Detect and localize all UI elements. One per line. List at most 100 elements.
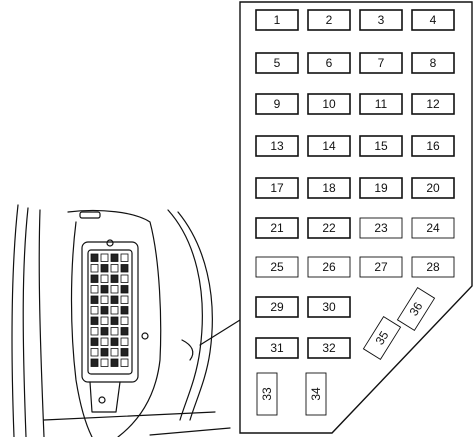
fuse-slot xyxy=(359,177,403,199)
fuse-label: 2 xyxy=(326,13,333,27)
fuse-label: 12 xyxy=(426,97,440,111)
fuse-box-cell xyxy=(100,306,109,315)
fuse-slot xyxy=(305,372,327,416)
floor-line xyxy=(43,411,216,421)
fuse-label: 29 xyxy=(270,300,284,314)
fuse-slot xyxy=(359,93,403,115)
fuse-slot xyxy=(396,286,436,332)
fuse-box-cell xyxy=(120,306,129,315)
fuse-19: 19 xyxy=(359,177,403,199)
fuse-label: 21 xyxy=(270,221,284,235)
fuse-label: 24 xyxy=(426,221,440,235)
fuse-30: 30 xyxy=(307,296,351,318)
fuse-slot xyxy=(307,296,351,318)
fuse-label: 26 xyxy=(322,260,336,274)
fuse-3: 3 xyxy=(359,9,403,31)
fuse-slot xyxy=(255,93,299,115)
fuse-20: 20 xyxy=(411,177,455,199)
fuse-28: 28 xyxy=(411,256,455,278)
fuse-31: 31 xyxy=(255,337,299,359)
panel-tab xyxy=(79,211,101,219)
fuse-10: 10 xyxy=(307,93,351,115)
fuse-box-cell xyxy=(110,306,119,315)
fuse-slot xyxy=(307,337,351,359)
fuse-slot xyxy=(307,9,351,31)
fuse-label: 23 xyxy=(374,221,388,235)
fuse-label: 10 xyxy=(322,97,336,111)
fuse-slot xyxy=(307,52,351,74)
screw-icon xyxy=(98,396,106,404)
fuse-label: 27 xyxy=(374,260,388,274)
fuse-22: 22 xyxy=(307,217,351,239)
fuse-box-cell xyxy=(100,264,109,273)
kick-panel-outline xyxy=(67,209,162,437)
fuse-label: 4 xyxy=(430,13,437,27)
fuse-slot xyxy=(307,93,351,115)
fuse-25: 25 xyxy=(255,256,299,278)
fuse-label: 5 xyxy=(274,56,281,70)
fuse-box-cell xyxy=(90,358,99,367)
fuse-label: 16 xyxy=(426,139,440,153)
fuse-5: 5 xyxy=(255,52,299,74)
fuse-9: 9 xyxy=(255,93,299,115)
fuse-12: 12 xyxy=(411,93,455,115)
screw-icon xyxy=(106,239,114,247)
fuse-slot xyxy=(255,135,299,157)
fuse-slot xyxy=(255,177,299,199)
fuse-box-cell xyxy=(100,337,109,346)
fuse-box-cell xyxy=(100,327,109,336)
fuse-box-cell xyxy=(110,295,119,304)
fuse-2: 2 xyxy=(307,9,351,31)
fuse-label: 32 xyxy=(322,341,336,355)
fuse-box-cell xyxy=(90,253,99,262)
fuse-box-bracket xyxy=(89,381,121,413)
fuse-slot xyxy=(307,217,351,239)
fuse-box-cell xyxy=(110,285,119,294)
fuse-slot xyxy=(359,217,403,239)
fuse-24: 24 xyxy=(411,217,455,239)
fuse-box-cell xyxy=(90,337,99,346)
fuse-35: 35 xyxy=(362,315,402,361)
fuse-slot xyxy=(411,256,455,278)
leader-line xyxy=(199,319,241,346)
fuse-36: 36 xyxy=(396,286,436,332)
fuse-box-cell xyxy=(120,264,129,273)
fuse-6: 6 xyxy=(307,52,351,74)
fuse-box-cell xyxy=(110,264,119,273)
fuse-box-cell xyxy=(120,253,129,262)
fuse-label: 25 xyxy=(270,260,284,274)
fuse-slot xyxy=(255,337,299,359)
fuse-label: 20 xyxy=(426,181,440,195)
fuse-box-cell xyxy=(90,327,99,336)
fuse-slot xyxy=(255,9,299,31)
fuse-box-cell xyxy=(100,358,109,367)
fuse-box-cells xyxy=(90,253,129,367)
fuse-slot xyxy=(411,93,455,115)
fuse-27: 27 xyxy=(359,256,403,278)
fuse-label: 7 xyxy=(378,56,385,70)
fuse-label: 9 xyxy=(274,97,281,111)
fuse-slot xyxy=(359,256,403,278)
fuse-box-cell xyxy=(110,348,119,357)
fuse-box-cell xyxy=(90,306,99,315)
fuse-11: 11 xyxy=(359,93,403,115)
fuse-label: 14 xyxy=(322,139,336,153)
fuse-box-cell xyxy=(120,285,129,294)
fuse-29: 29 xyxy=(255,296,299,318)
fuse-17: 17 xyxy=(255,177,299,199)
fuse-box-cell xyxy=(100,348,109,357)
fuse-label: 15 xyxy=(374,139,388,153)
fuse-label: 11 xyxy=(375,97,388,111)
fuse-label: 33 xyxy=(260,387,274,401)
fuse-slot xyxy=(307,256,351,278)
fuse-1: 1 xyxy=(255,9,299,31)
fuse-box-cell xyxy=(120,348,129,357)
fuse-box-body xyxy=(81,241,139,383)
fuse-label: 34 xyxy=(309,387,323,401)
fuse-label: 6 xyxy=(326,56,333,70)
fuse-14: 14 xyxy=(307,135,351,157)
fuse-box-cell xyxy=(110,337,119,346)
door-edge xyxy=(38,209,45,437)
fuse-slot xyxy=(255,256,299,278)
